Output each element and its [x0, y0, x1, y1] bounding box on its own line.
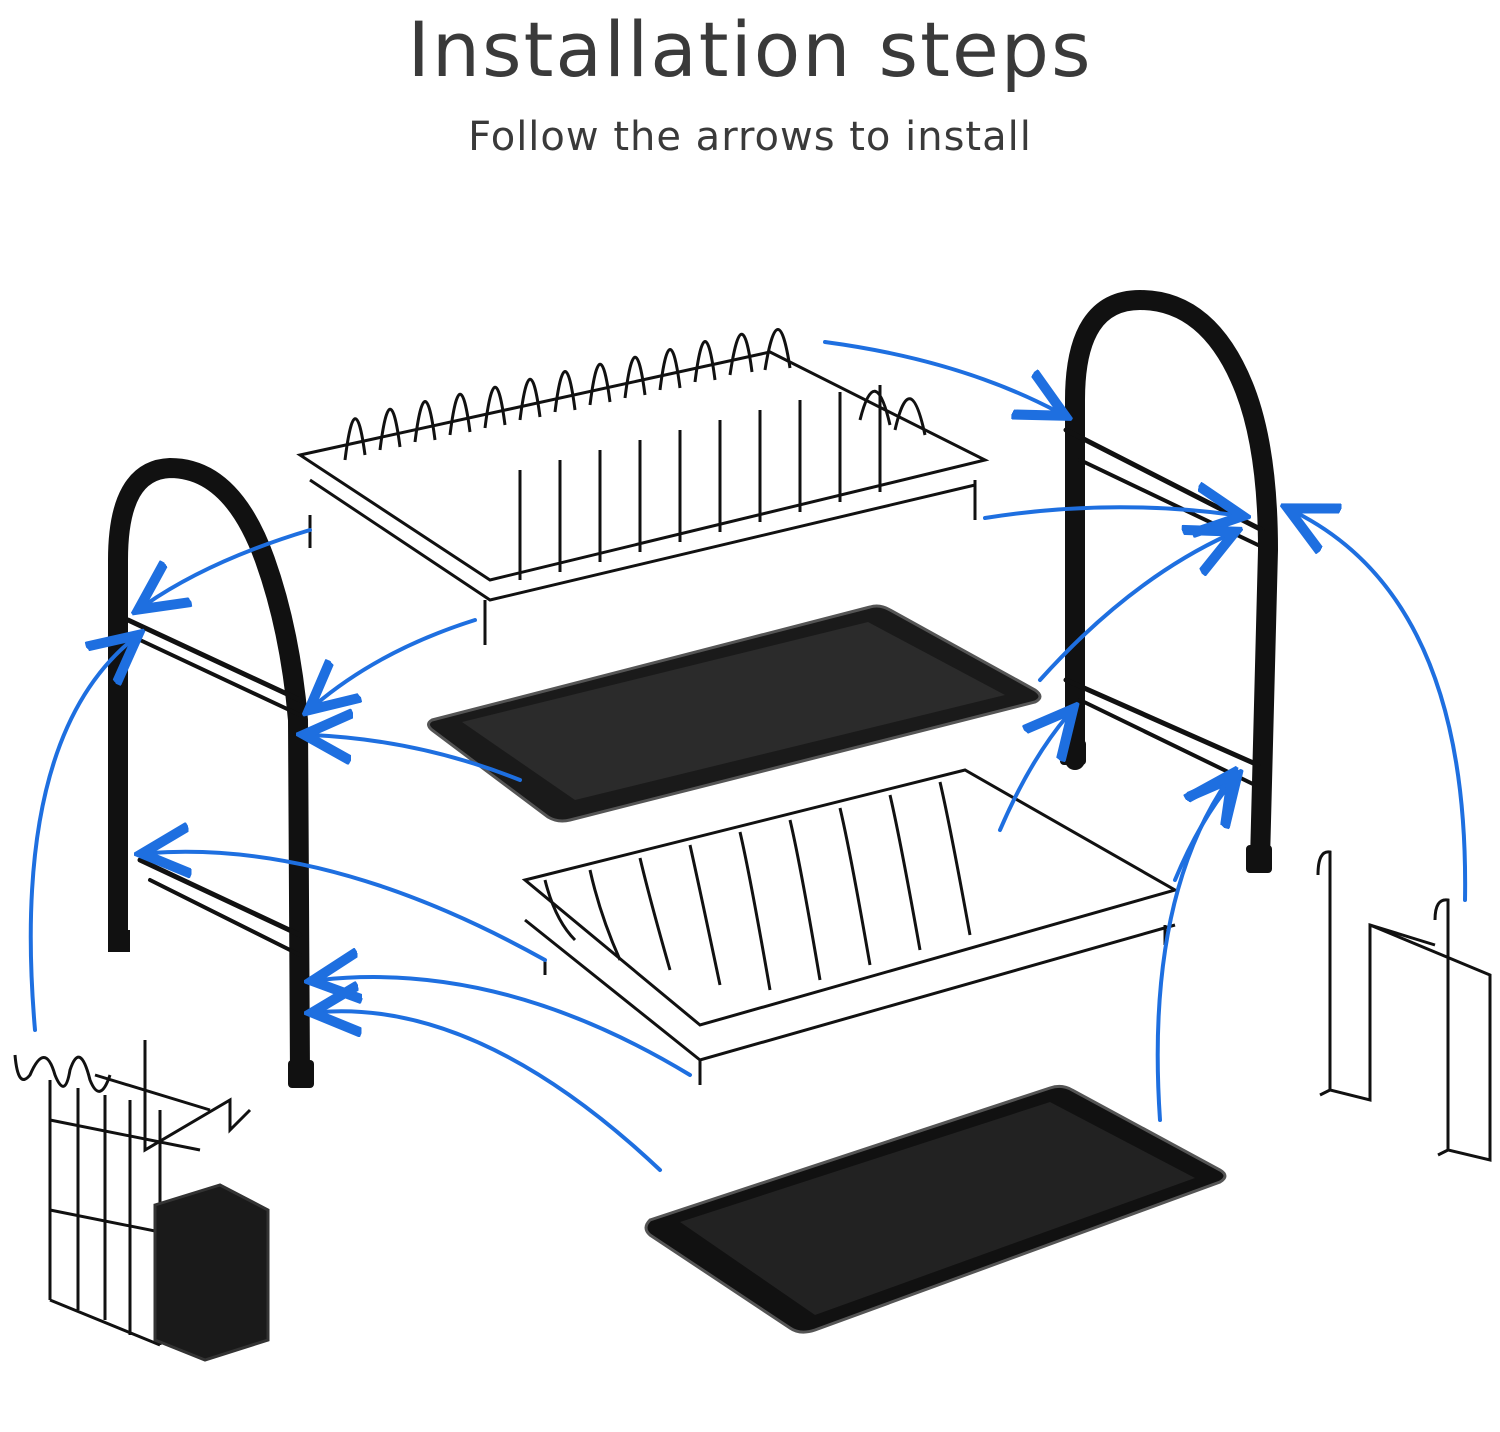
arrow-icon [320, 977, 692, 1077]
top-dish-rack [296, 328, 990, 645]
top-drip-tray [427, 604, 1042, 823]
cutting-board-holder [1316, 850, 1492, 1162]
right-frame [1060, 289, 1279, 873]
arrow-icon [150, 852, 547, 962]
arrow-icon [998, 715, 1068, 832]
arrow-icon [312, 735, 522, 782]
page-title: Installation steps [407, 5, 1093, 94]
utensil-holder [13, 1040, 270, 1362]
arrow-icon [145, 528, 312, 605]
left-frame [108, 457, 314, 1088]
arrow-icon [983, 507, 1235, 518]
arrow-icon [28, 640, 132, 1032]
arrow-icon [1038, 535, 1228, 682]
page-subtitle: Follow the arrows to install [468, 114, 1032, 160]
bottom-drip-tray [644, 1084, 1227, 1334]
arrow-icon [315, 618, 477, 705]
assembly-arrows [28, 340, 1468, 1172]
arrow-icon [1155, 780, 1228, 1122]
arrow-icon [823, 340, 1058, 412]
arrow-icon [320, 1011, 662, 1172]
arrow-icon [1295, 512, 1468, 902]
